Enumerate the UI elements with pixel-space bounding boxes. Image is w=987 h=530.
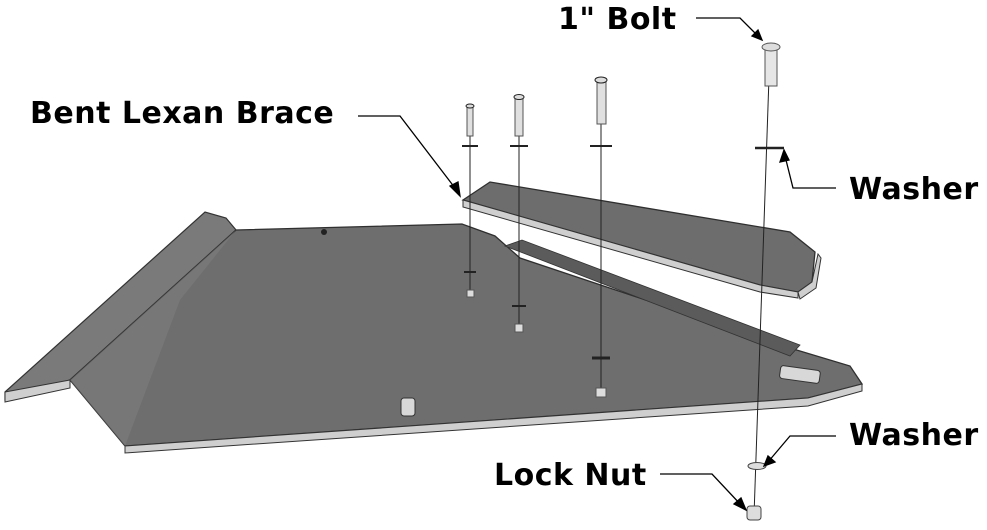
leader-lock-nut-arrow xyxy=(732,496,748,512)
bolt-2 xyxy=(514,97,524,137)
plate-front-edge xyxy=(124,383,863,454)
bolt-4-head xyxy=(761,42,781,52)
leader-lock-nut xyxy=(660,473,743,507)
plate-hole xyxy=(321,229,327,235)
leader-washer-top-arrow xyxy=(779,148,790,163)
base-plate xyxy=(4,211,864,454)
leader-washer-bottom-arrow xyxy=(762,454,777,468)
nut-2 xyxy=(514,323,524,333)
fastener-stacks xyxy=(462,42,784,521)
plate-left-lip-edge xyxy=(4,379,71,403)
plate-slot-right xyxy=(779,365,821,384)
leader-bolt-arrow xyxy=(750,28,764,42)
bolt-label: 1" Bolt xyxy=(558,2,677,37)
bolt-2-head xyxy=(513,94,525,100)
leader-lines xyxy=(358,17,836,512)
lexan-brace xyxy=(461,181,822,300)
leader-washer-top xyxy=(784,155,836,189)
washer-top-label: Washer xyxy=(849,172,979,207)
leader-washer-bottom xyxy=(767,435,836,463)
leader-brace-arrow xyxy=(448,181,461,198)
bolt-4 xyxy=(764,49,778,87)
brace-label: Bent Lexan Brace xyxy=(30,96,335,131)
leader-brace xyxy=(358,115,456,189)
bolt-3 xyxy=(596,81,607,125)
nut-1 xyxy=(466,289,475,298)
brace-front-face xyxy=(462,199,799,299)
washer-bottom-label: Washer xyxy=(849,418,979,453)
plate-ramp-shade xyxy=(70,230,236,446)
bolt-axis-4 xyxy=(753,47,771,517)
nut-3 xyxy=(595,387,607,398)
lock-nut-4 xyxy=(746,505,762,521)
washer-4-bottom xyxy=(747,462,767,470)
plate-groove xyxy=(503,239,801,357)
lock-nut-label: Lock Nut xyxy=(494,458,647,493)
bolt-1-head xyxy=(465,103,475,109)
bolt-1 xyxy=(466,105,474,137)
plate-slot-left xyxy=(400,397,416,417)
brace-end-face xyxy=(797,252,822,300)
bolt-3-head xyxy=(594,76,608,84)
plate-top-surface xyxy=(69,223,864,447)
